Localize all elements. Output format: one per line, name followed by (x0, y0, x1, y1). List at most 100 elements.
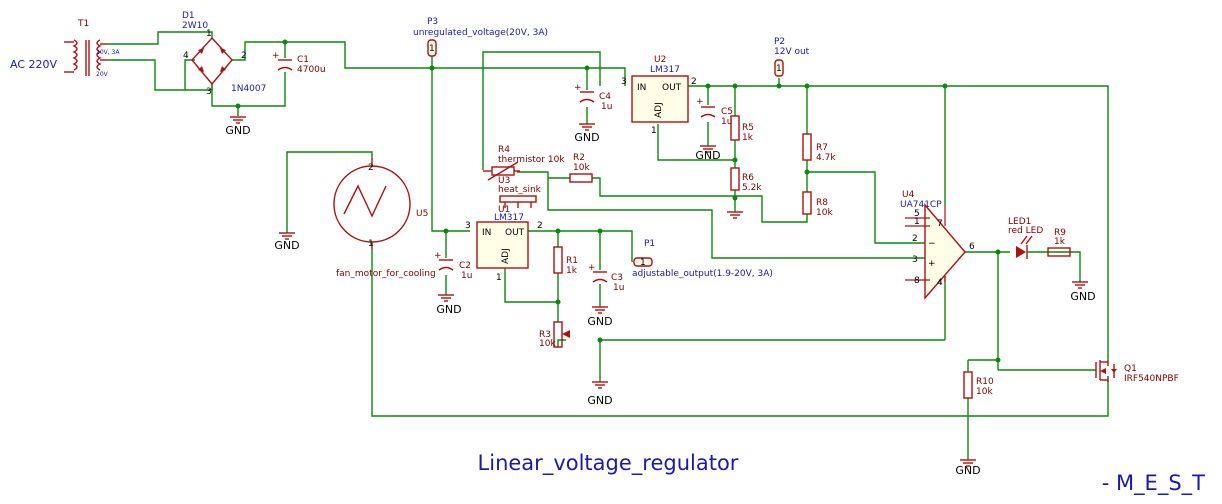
u3-ref: U3 (498, 176, 510, 186)
led-led1[interactable]: LED1 red LED (1008, 217, 1048, 259)
wires (108, 31, 1109, 460)
author-signature: - M_E_S_T (1102, 471, 1205, 496)
r2-ref: R2 (573, 153, 585, 163)
resistor-r2[interactable]: R2 10k (569, 153, 593, 183)
u4-pin-5: 5 (914, 209, 920, 219)
resistor-r9[interactable]: R9 1k (1047, 228, 1071, 257)
u4-pin-8: 8 (914, 276, 920, 286)
c2-value: 1u (461, 271, 472, 281)
resistor-r5[interactable]: R5 1k (730, 115, 754, 143)
r10-ref: R10 (976, 377, 994, 387)
transformer-t1[interactable]: T1 20V, 3A 20V (64, 19, 120, 78)
ac-source: AC 220V (10, 58, 58, 71)
potentiometer-r3[interactable]: R3 10k (539, 321, 570, 349)
u1-pin-adj: 1 (496, 273, 502, 283)
r2-value: 10k (573, 163, 590, 173)
p3-label: unregulated_voltage(20V, 3A) (413, 28, 548, 38)
junction-dots (235, 39, 1001, 363)
heatsink-u3: U3 heat_sink (498, 176, 542, 208)
opamp-u4[interactable]: U4 UA741CP 5 1 7 2 3 8 4 6 − + (900, 190, 975, 300)
led1-ref: LED1 (1008, 217, 1031, 227)
gnd-symbol: GND (274, 232, 300, 252)
d1-value: 2W10 (182, 21, 208, 31)
resistor-r10[interactable]: R10 10k (963, 371, 994, 399)
resistor-r1[interactable]: R1 1k (553, 246, 578, 276)
fan-motor-u5[interactable]: 2 1 U5 fan_motor_for_cooling (333, 158, 436, 279)
bridge-rectifier-d1[interactable]: D1 2W10 1 2 3 4 1N4007 (182, 11, 266, 97)
r5-ref: R5 (742, 123, 754, 133)
gnd-symbol: GND (955, 459, 981, 477)
u1-out: OUT (505, 228, 525, 238)
r7-value: 4.7k (816, 153, 836, 163)
gnd-symbol: GND (1070, 281, 1096, 303)
r8-ref: R8 (816, 198, 828, 208)
t1-tap-top: 20V, 3A (96, 49, 120, 56)
c5-ref: C5 (721, 107, 733, 117)
u1-pin-in: 3 (465, 221, 471, 231)
gnd-symbol: GND (695, 145, 721, 162)
r3-ref: R3 (539, 330, 551, 340)
svg-text:+: + (696, 97, 704, 107)
resistor-r6[interactable]: R6 5.2k (730, 167, 762, 193)
connector-p1[interactable]: P1 1 adjustable_output(1.9-20V, 3A) (632, 239, 773, 279)
svg-text:GND: GND (225, 124, 250, 137)
d1-pin-2: 2 (241, 51, 247, 61)
r7-ref: R7 (816, 143, 828, 153)
u5-pin-2: 2 (368, 163, 374, 173)
svg-text:GND: GND (436, 303, 461, 316)
c4-ref: C4 (599, 92, 611, 102)
u3-value: heat_sink (498, 185, 542, 195)
q1-value: IRF540NPBF (1124, 374, 1179, 384)
r1-value: 1k (566, 266, 578, 276)
capacitor-c1[interactable]: + C1 4700u (272, 51, 326, 75)
u4-pin-3: 3 (912, 255, 918, 265)
t1-ref: T1 (77, 19, 89, 29)
p1-label: adjustable_output(1.9-20V, 3A) (632, 269, 773, 279)
gnd-symbol (727, 211, 743, 219)
regulator-u1[interactable]: U1 LM317 IN OUT ADJ 3 2 1 (465, 205, 543, 283)
p1-pin: 1 (640, 258, 646, 268)
r9-value: 1k (1054, 237, 1066, 247)
capacitor-c4[interactable]: + C4 1u (574, 83, 612, 112)
p2-ref: P2 (774, 37, 785, 47)
r10-value: 10k (976, 387, 993, 397)
svg-text:−: − (928, 239, 936, 249)
capacitor-c2[interactable]: + C2 1u (434, 251, 472, 281)
d1-pin-1: 1 (206, 29, 212, 39)
resistor-r7[interactable]: R7 4.7k (802, 133, 836, 163)
r1-ref: R1 (566, 256, 578, 266)
u5-value: fan_motor_for_cooling (336, 269, 436, 279)
u1-value: LM317 (494, 213, 524, 223)
svg-text:+: + (928, 259, 936, 269)
gnd-symbol: GND (225, 116, 251, 137)
c5-value: 1u (721, 117, 732, 127)
resistor-r8[interactable]: R8 10k (802, 191, 833, 218)
capacitor-c3[interactable]: + C3 1u (588, 263, 624, 293)
p3-ref: P3 (427, 17, 438, 27)
u2-in: IN (637, 83, 646, 93)
svg-text:GND: GND (587, 315, 612, 328)
capacitor-c5[interactable]: + C5 1u (696, 97, 733, 127)
u4-pin-6: 6 (969, 242, 975, 252)
mosfet-q1[interactable]: Q1 IRF540NPBF (1095, 360, 1179, 384)
thermistor-r4[interactable]: R4 thermistor 10k (483, 145, 565, 181)
c1-value: 4700u (297, 65, 326, 75)
u2-pin-out: 2 (691, 77, 697, 87)
svg-text:GND: GND (955, 464, 980, 477)
r3-value: 10k (539, 339, 556, 349)
regulator-u2[interactable]: U2 LM317 IN OUT ADJ 3 2 1 (621, 55, 697, 136)
r6-ref: R6 (742, 173, 754, 183)
u2-value: LM317 (650, 65, 680, 75)
connector-p3[interactable]: P3 unregulated_voltage(20V, 3A) 1 (413, 17, 548, 57)
p1-ref: P1 (644, 239, 655, 249)
u2-adj: ADJ (654, 102, 664, 118)
svg-text:GND: GND (574, 131, 599, 144)
u5-ref: U5 (416, 209, 428, 219)
u4-pin-2: 2 (912, 234, 918, 244)
t1-tap-bottom: 20V (96, 71, 109, 78)
led1-value: red LED (1008, 226, 1043, 236)
u4-ref: U4 (902, 190, 915, 200)
d1-pin-4: 4 (183, 51, 189, 61)
u1-ref: U1 (498, 205, 510, 215)
connector-p2[interactable]: P2 12V out 1 (774, 37, 810, 77)
